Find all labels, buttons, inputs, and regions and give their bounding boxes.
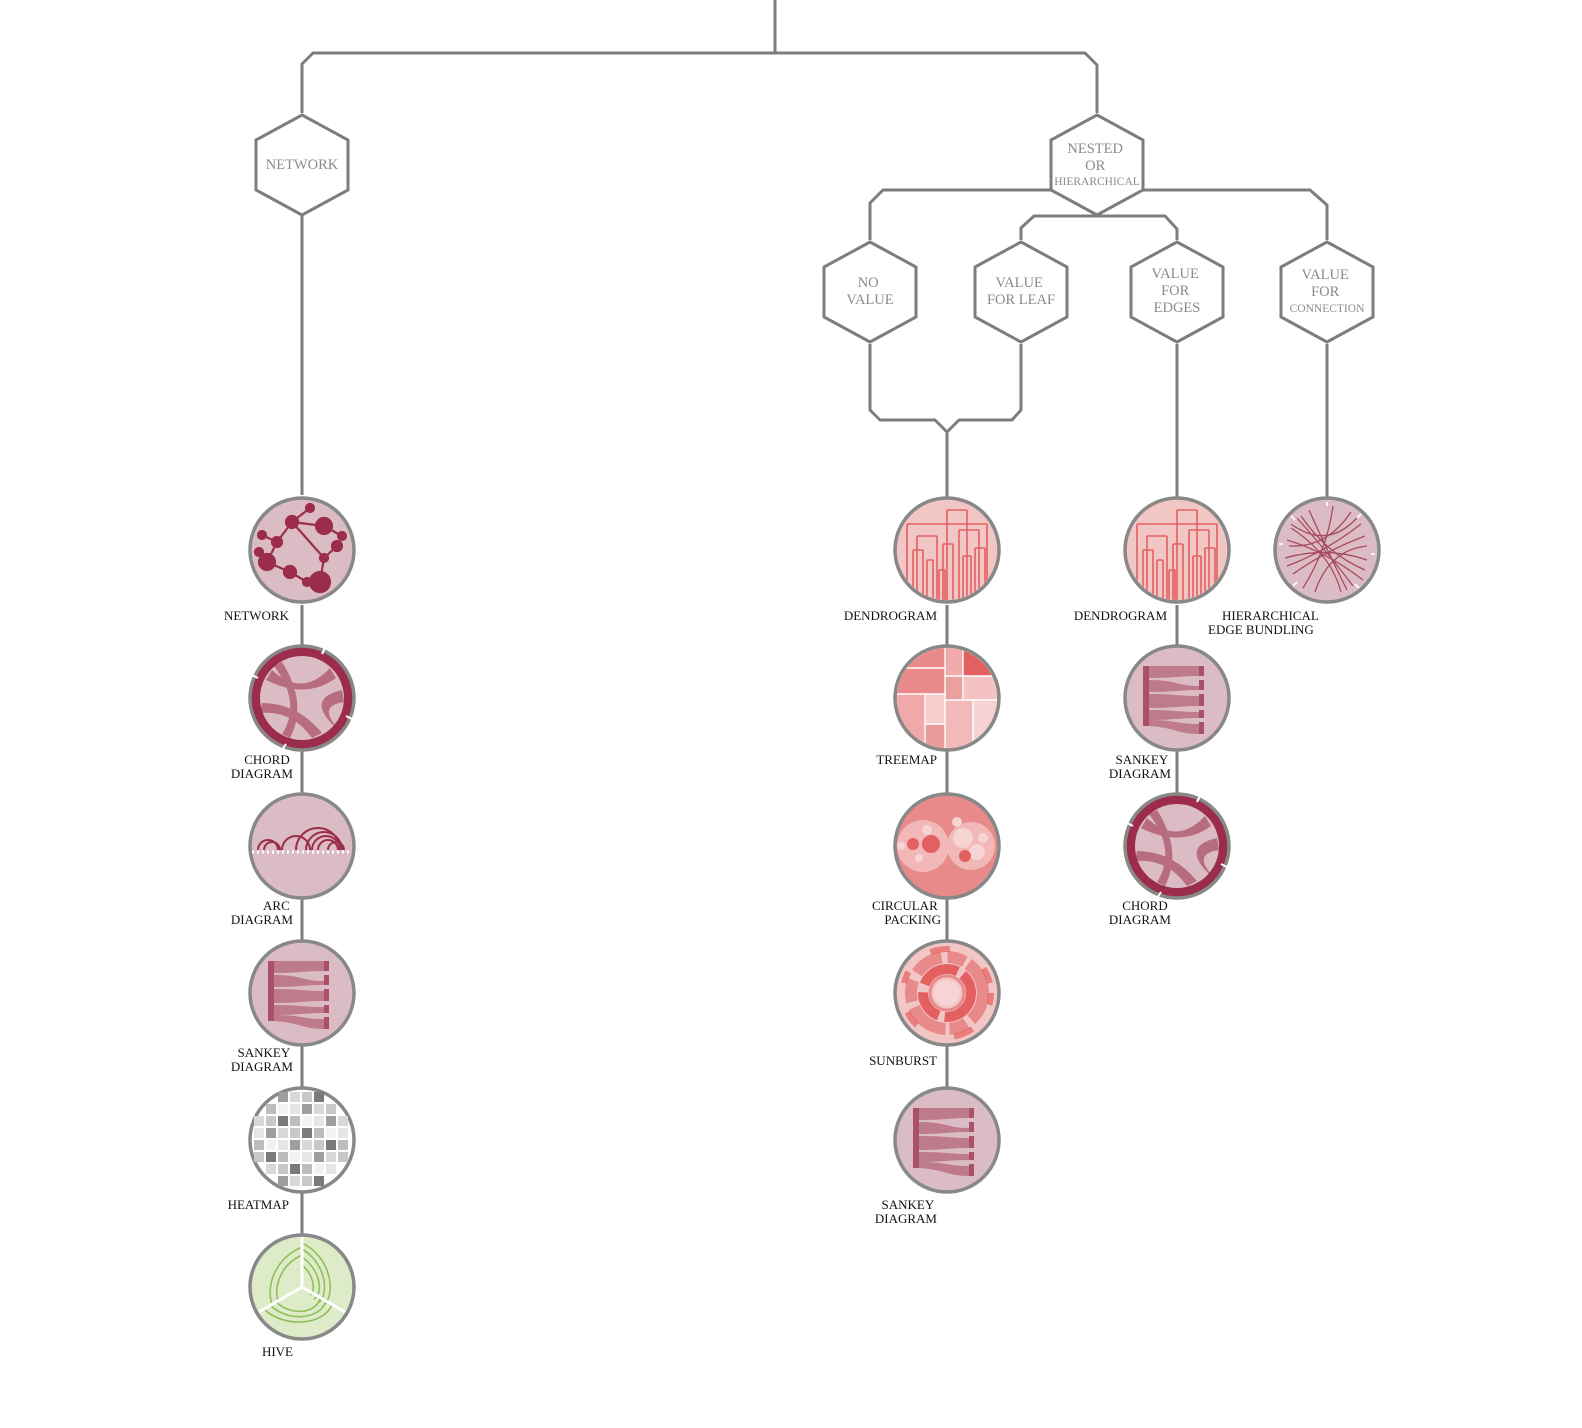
circular-packing-icon[interactable] <box>893 792 1001 900</box>
leaf-label-chord-diagram: CHORD DIAGRAM <box>231 752 294 781</box>
hex-label-value-for-connection: VALUE FOR CONNECTION <box>1290 267 1365 315</box>
leaf-label-sankey-diagram: SANKEY DIAGRAM <box>1109 752 1172 781</box>
heatmap-cell <box>254 1152 264 1162</box>
heatmap-icon[interactable] <box>248 1086 356 1194</box>
heatmap-cell <box>266 1164 276 1174</box>
heatmap-cell <box>290 1128 300 1138</box>
heatmap-cell <box>314 1092 324 1102</box>
heatmap-cell <box>278 1140 288 1150</box>
leaf-label-heatmap: HEATMAP <box>228 1197 289 1212</box>
heatmap-cell <box>314 1128 324 1138</box>
heatmap-cell <box>314 1164 324 1174</box>
heatmap-cell <box>326 1164 336 1174</box>
heatmap-cell <box>302 1104 312 1114</box>
heatmap-cell <box>302 1092 312 1102</box>
heatmap-cell <box>290 1176 300 1186</box>
leaf-label-network: NETWORK <box>224 608 290 623</box>
hex-node-network: NETWORK <box>254 113 350 217</box>
heatmap-cell <box>302 1152 312 1162</box>
hex-node-nested-or-hierarchical: NESTED OR HIERARCHICAL <box>1049 113 1145 217</box>
heatmap-cell <box>254 1116 264 1126</box>
heatmap-cell <box>290 1152 300 1162</box>
sankey-diagram-icon[interactable] <box>893 1086 1001 1194</box>
heatmap-cell <box>338 1152 348 1162</box>
leaf-label-arc-diagram: ARC DIAGRAM <box>231 898 294 927</box>
heatmap-cell <box>266 1104 276 1114</box>
heatmap-cell <box>302 1176 312 1186</box>
network-graph-icon[interactable] <box>248 496 356 604</box>
heatmap-cell <box>278 1176 288 1186</box>
heatmap-cell <box>326 1140 336 1150</box>
heatmap-cell <box>314 1104 324 1114</box>
heatmap-cell <box>326 1104 336 1114</box>
heatmap-cell <box>338 1140 348 1150</box>
heatmap-cell <box>278 1104 288 1114</box>
heatmap-cell <box>326 1116 336 1126</box>
hex-label-value-for-leaf: VALUE FOR LEAF <box>987 275 1055 308</box>
leaf-label-hive: HIVE <box>262 1344 293 1359</box>
leaf-label-sankey-diagram: SANKEY DIAGRAM <box>231 1045 294 1074</box>
heatmap-cell <box>266 1140 276 1150</box>
heatmap-cell <box>278 1164 288 1174</box>
heatmap-cell <box>278 1152 288 1162</box>
leaf-label-chord-diagram: CHORD DIAGRAM <box>1109 898 1172 927</box>
edge-bundling-icon[interactable] <box>1273 496 1381 604</box>
treemap-icon[interactable] <box>893 644 1003 754</box>
heatmap-cell <box>290 1140 300 1150</box>
heatmap-cell <box>290 1164 300 1174</box>
hex-node-no-value: NO VALUE <box>822 240 918 344</box>
arc-diagram-icon[interactable] <box>248 792 356 900</box>
hex-label-network: NETWORK <box>266 157 339 173</box>
dendrogram-icon[interactable] <box>893 496 1001 610</box>
heatmap-cell <box>314 1116 324 1126</box>
heatmap-cell <box>278 1128 288 1138</box>
hex-label-value-for-edges: VALUE FOR EDGES <box>1152 266 1203 316</box>
heatmap-cell <box>290 1116 300 1126</box>
heatmap-cell <box>254 1128 264 1138</box>
heatmap-cell <box>278 1116 288 1126</box>
heatmap-cell <box>314 1176 324 1186</box>
leaf-label-hierarchical-edge-bundling: HIERARCHICAL EDGE BUNDLING <box>1208 608 1322 637</box>
heatmap-cell <box>266 1116 276 1126</box>
heatmap-cell <box>326 1152 336 1162</box>
heatmap-cell <box>302 1116 312 1126</box>
tree-connectors <box>300 0 1329 1245</box>
hex-node-value-for-connection: VALUE FOR CONNECTION <box>1279 240 1375 344</box>
leaf-label-treemap: TREEMAP <box>876 752 937 767</box>
leaf-label-dendrogram: DENDROGRAM <box>1074 608 1168 623</box>
dendrogram-icon[interactable] <box>1123 496 1231 610</box>
heatmap-cell <box>302 1164 312 1174</box>
heatmap-cell <box>290 1092 300 1102</box>
heatmap-cell <box>338 1116 348 1126</box>
hex-label-no-value: NO VALUE <box>846 275 893 308</box>
sunburst-icon[interactable] <box>893 939 1001 1047</box>
heatmap-cell <box>266 1128 276 1138</box>
leaf-label-sunburst: SUNBURST <box>869 1053 937 1068</box>
heatmap-cell <box>326 1128 336 1138</box>
sankey-diagram-icon[interactable] <box>1123 644 1231 752</box>
heatmap-cell <box>314 1140 324 1150</box>
heatmap-cell <box>302 1128 312 1138</box>
leaf-label-circular-packing: CIRCULAR PACKING <box>872 898 941 927</box>
chord-diagram-icon[interactable] <box>1123 792 1231 900</box>
hex-node-value-for-edges: VALUE FOR EDGES <box>1129 240 1225 344</box>
heatmap-cell <box>278 1092 288 1102</box>
heatmap-cell <box>290 1104 300 1114</box>
heatmap-cell <box>302 1140 312 1150</box>
chord-diagram-icon[interactable] <box>248 644 356 752</box>
leaf-label-dendrogram: DENDROGRAM <box>844 608 938 623</box>
hive-plot-icon[interactable] <box>248 1233 356 1341</box>
leaf-label-sankey-diagram: SANKEY DIAGRAM <box>875 1197 938 1226</box>
heatmap-cell <box>254 1140 264 1150</box>
heatmap-cell <box>314 1152 324 1162</box>
heatmap-cell <box>338 1128 348 1138</box>
hex-label-nested: NESTED OR HIERARCHICAL <box>1054 141 1140 188</box>
sankey-diagram-icon[interactable] <box>248 939 356 1047</box>
heatmap-cell <box>266 1152 276 1162</box>
hex-node-value-for-leaf: VALUE FOR LEAF <box>973 240 1069 344</box>
